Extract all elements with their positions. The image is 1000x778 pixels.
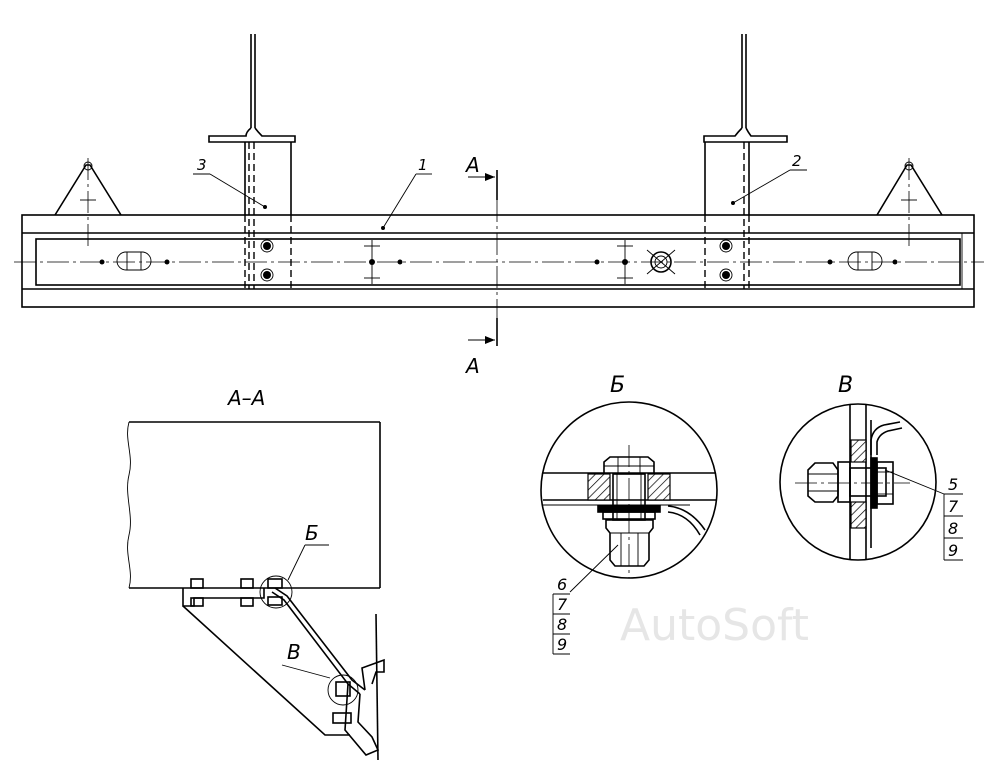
right-slot: [847, 251, 883, 271]
left-slot: [116, 251, 152, 271]
detail-b-pos-8: 8: [557, 615, 567, 634]
left-post: [208, 34, 296, 289]
detail-b-pos-9: 9: [557, 635, 567, 654]
detail-b-title: Б: [610, 373, 625, 398]
position-1: 1: [418, 156, 428, 174]
watermark: AutoSoft: [620, 600, 809, 651]
detail-v-pos-9: 9: [948, 541, 958, 560]
section-title: А–А: [226, 386, 265, 410]
section-label-bottom: А: [464, 354, 480, 378]
nut-symbol: [646, 249, 676, 275]
detail-v-circle: [779, 403, 937, 561]
beam-outline: [21, 214, 975, 308]
detail-b-pos-7: 7: [557, 595, 568, 614]
section-a-a-view: А–А Б В: [127, 386, 385, 761]
detail-v-view: В 5 7 8 9: [779, 373, 963, 561]
bottom-bolts: [190, 578, 283, 607]
detail-v-label-section: В: [287, 640, 301, 664]
detail-b-view: Б 6 7 8 9: [540, 373, 718, 655]
detail-v-pos-5: 5: [948, 475, 958, 494]
section-line-a: [468, 170, 498, 346]
section-label-top: А: [464, 153, 480, 177]
detail-v-pos-8: 8: [948, 519, 958, 538]
right-triangle-bracket: [876, 158, 943, 248]
detail-v-title: В: [838, 373, 853, 398]
detail-b-pos-6: 6: [557, 575, 567, 594]
detail-circle-b: [259, 575, 293, 609]
position-2: 2: [792, 152, 802, 170]
detail-circle-v: [327, 674, 359, 706]
right-post: [703, 34, 788, 289]
main-view: А А 1 3 2: [14, 34, 984, 378]
detail-v-pos-7: 7: [948, 497, 959, 516]
position-3: 3: [197, 156, 207, 174]
detail-b-label-section: Б: [305, 521, 319, 545]
left-triangle-bracket: [54, 158, 122, 248]
